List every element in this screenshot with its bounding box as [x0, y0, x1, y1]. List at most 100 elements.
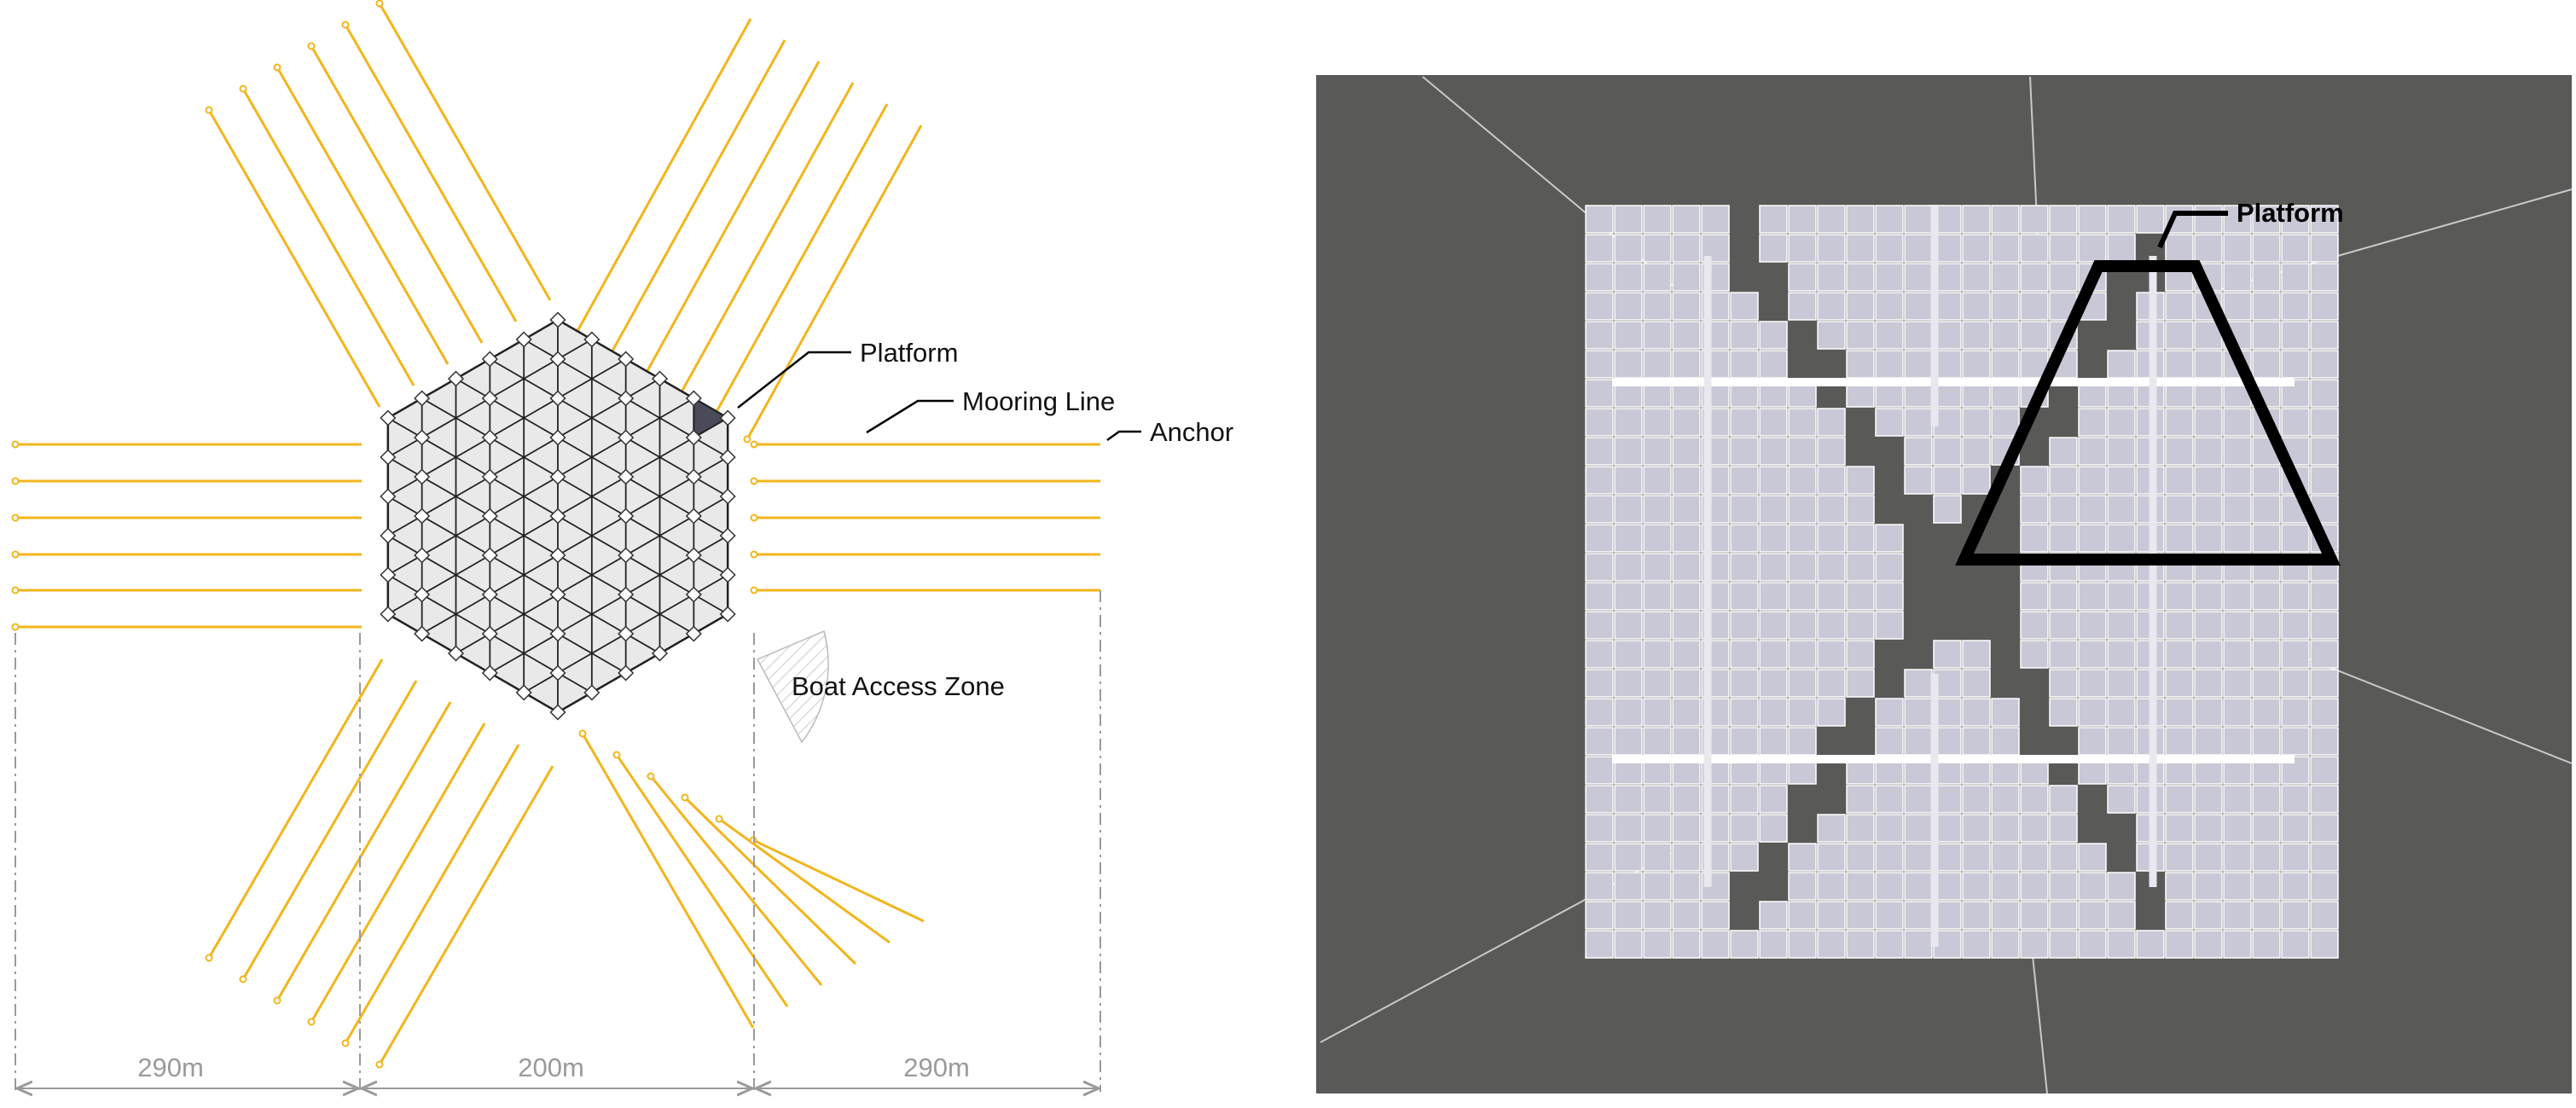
solar-panel: [1991, 872, 2020, 901]
solar-panel: [1614, 785, 1643, 814]
node-marker: [414, 390, 431, 407]
solar-panel: [1817, 263, 1846, 292]
solar-panel: [2252, 582, 2281, 611]
solar-panel: [1643, 814, 1672, 843]
mesh-edge: [591, 358, 627, 380]
solar-panel: [1759, 234, 1788, 263]
solar-panel: [1788, 408, 1817, 437]
solar-panel: [1962, 205, 1991, 234]
anchor-point: [11, 623, 20, 631]
node-marker: [447, 645, 465, 662]
solar-panel: [2107, 640, 2136, 669]
solar-panel: [2078, 408, 2107, 437]
solar-panel: [2194, 843, 2223, 872]
solar-panel: [1759, 930, 1788, 959]
solar-panel: [1585, 379, 1614, 408]
solar-panel: [1817, 843, 1846, 872]
solar-panel: [2165, 901, 2194, 930]
solar-panel: [2165, 350, 2194, 379]
mesh-edge: [557, 456, 593, 478]
solar-panel: [1991, 901, 2020, 930]
node-marker: [481, 468, 498, 485]
connection-nodes: [380, 311, 736, 721]
mesh-edge: [523, 594, 559, 615]
solar-panel: [1759, 321, 1788, 350]
solar-panel: [2194, 495, 2223, 524]
solar-panel: [1730, 495, 1759, 524]
solar-panel: [1643, 263, 1672, 292]
solar-panel: [1759, 524, 1788, 553]
solar-panel: [1614, 698, 1643, 727]
node-marker: [515, 684, 532, 701]
solar-panel: [1585, 321, 1614, 350]
mesh-edge: [421, 476, 456, 497]
node-marker: [651, 645, 669, 662]
solar-panel: [1730, 930, 1759, 959]
solar-panel: [2020, 785, 2049, 814]
solar-panel: [1672, 698, 1701, 727]
mooring-line: [649, 775, 823, 986]
mooring-line: [575, 18, 752, 334]
solar-panel: [2107, 350, 2136, 379]
node-marker: [481, 625, 498, 642]
solar-panel: [1875, 321, 1904, 350]
anchor-point: [743, 435, 751, 444]
solar-panel: [1788, 698, 1817, 727]
solar-panel: [1643, 553, 1672, 582]
solar-panel: [2049, 785, 2078, 814]
solar-panel: [2165, 669, 2194, 698]
solar-panel: [2049, 263, 2078, 292]
solar-panel: [1846, 553, 1875, 582]
solar-panel: [2020, 582, 2049, 611]
node-marker: [549, 390, 566, 407]
anchor-point: [341, 1039, 350, 1047]
solar-panel: [1817, 611, 1846, 640]
mesh-edge: [523, 554, 559, 576]
solar-panel: [2310, 321, 2339, 350]
mesh-edge: [659, 496, 694, 517]
solar-panel: [1585, 698, 1614, 727]
anchor-point: [11, 477, 20, 485]
mooring-line: [711, 103, 889, 419]
anchor-leader: [1106, 430, 1141, 442]
solar-panel: [1991, 814, 2020, 843]
mesh-edge: [387, 515, 423, 537]
solar-panel: [1759, 408, 1788, 437]
solar-panel: [2252, 698, 2281, 727]
solar-panel: [1846, 901, 1875, 930]
solar-panel: [2194, 785, 2223, 814]
mesh-edge: [659, 456, 694, 478]
anchor-point: [11, 440, 20, 449]
solar-panel: [2281, 292, 2310, 321]
mesh-edge: [591, 535, 627, 556]
mooring-line: [643, 61, 821, 376]
solar-panel: [2078, 872, 2107, 901]
solar-panel: [1991, 234, 2020, 263]
node-marker: [380, 566, 397, 583]
solar-panel: [1730, 292, 1759, 321]
anchor-point: [750, 440, 758, 449]
solar-panel: [2020, 321, 2049, 350]
anchor-point: [715, 815, 723, 823]
solar-panel: [1730, 553, 1759, 582]
solar-panel: [2165, 321, 2194, 350]
mesh-edge: [523, 417, 559, 438]
solar-panel: [1846, 669, 1875, 698]
solar-panel: [1846, 640, 1875, 669]
solar-panel: [1585, 785, 1614, 814]
mesh-edge: [387, 535, 423, 556]
solar-panel: [1701, 901, 1730, 930]
solar-panel: [2078, 843, 2107, 872]
mesh-edge: [625, 574, 660, 595]
solar-panel: [1875, 205, 1904, 234]
solar-panel: [2194, 408, 2223, 437]
node-marker: [651, 370, 669, 387]
mesh-edge: [625, 653, 660, 674]
solar-panel: [1875, 408, 1904, 437]
mesh-edge: [387, 456, 423, 478]
mesh-edge: [489, 633, 525, 654]
node-marker: [549, 351, 566, 368]
solar-panel: [2020, 872, 2049, 901]
solar-panel: [1904, 321, 1933, 350]
